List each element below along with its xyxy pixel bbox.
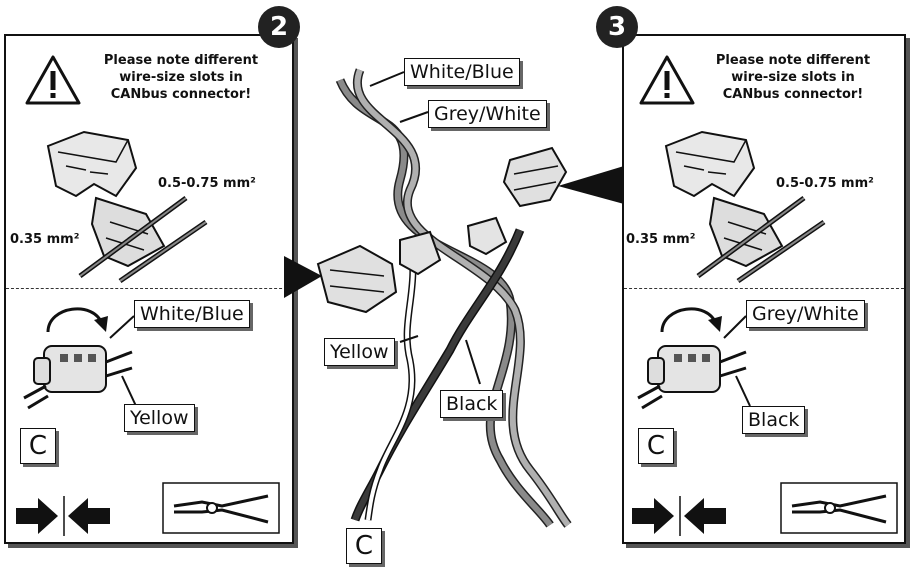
warning-triangle-icon <box>639 55 695 105</box>
pliers-icon <box>162 482 280 534</box>
size-label-large: 0.5-0.75 mm² <box>776 176 874 191</box>
rotate-arrow-icon <box>660 307 722 333</box>
step-3-panel: Please note different wire-size slots in… <box>622 34 906 544</box>
wire-label-grey-white: Grey/White <box>428 100 547 128</box>
section-divider <box>6 288 292 289</box>
rotate-arrow-icon <box>46 307 108 333</box>
push-together-icon <box>632 496 726 536</box>
wire-label-grey-white: Grey/White <box>746 300 865 328</box>
cable-c-label: C <box>346 528 382 564</box>
size-label-large: 0.5-0.75 mm² <box>158 176 256 191</box>
warning-message: Please note different wire-size slots in… <box>103 53 259 102</box>
warning-triangle-icon <box>25 55 81 105</box>
connector-c-label: C <box>638 428 674 464</box>
step-2-badge: 2 <box>258 6 300 48</box>
wire-label-yellow: Yellow <box>124 404 195 432</box>
wire-label-black: Black <box>440 390 504 418</box>
step-2-panel: Please note different wire-size slots in… <box>4 34 294 544</box>
step-3-badge: 3 <box>596 6 638 48</box>
leader-lines <box>109 315 137 407</box>
pliers-icon <box>780 482 898 534</box>
connector-c-label: C <box>20 428 56 464</box>
wire-label-yellow: Yellow <box>324 338 395 366</box>
crimp-connector-illustration <box>23 345 133 410</box>
size-label-small: 0.35 mm² <box>10 232 80 247</box>
wire-label-white-blue: White/Blue <box>134 300 250 328</box>
push-together-icon <box>16 496 110 536</box>
warning-message: Please note different wire-size slots in… <box>715 53 871 102</box>
twisted-wire-pairs <box>316 68 572 528</box>
canbus-connector-illustration <box>664 130 826 284</box>
wire-label-black: Black <box>742 406 806 434</box>
canbus-connector-illustration <box>46 130 208 284</box>
crimp-connector-illustration <box>637 345 747 410</box>
section-divider <box>624 288 904 289</box>
wire-label-white-blue: White/Blue <box>404 58 520 86</box>
size-label-small: 0.35 mm² <box>626 232 696 247</box>
leader-lines <box>723 315 751 407</box>
